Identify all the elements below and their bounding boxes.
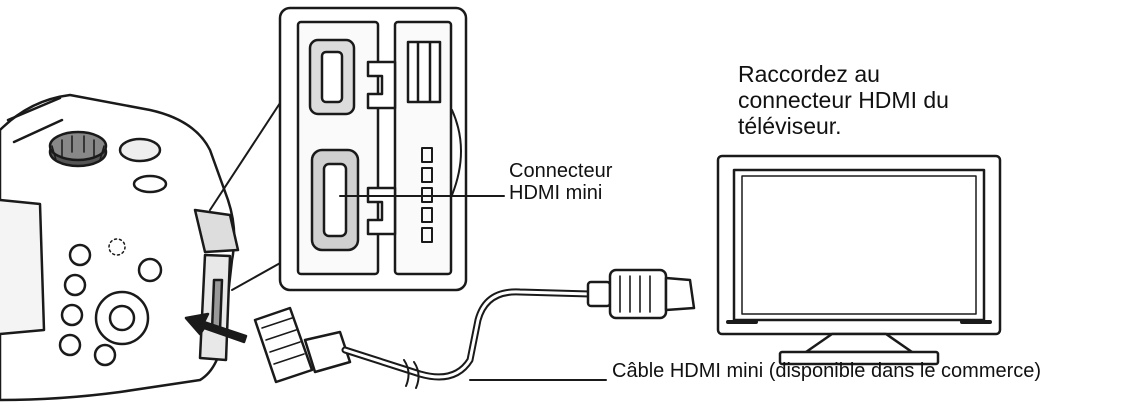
zoom-callout-lines <box>209 99 283 291</box>
tv-connector-label: Raccordez au connecteur HDMI du télévise… <box>738 61 949 139</box>
port-detail <box>210 278 224 332</box>
cable-break-mark <box>403 359 420 389</box>
tv-label-line-2: connecteur HDMI du <box>738 86 949 113</box>
door-hinge-top <box>366 60 397 110</box>
camera-screen <box>0 198 46 336</box>
tv-base <box>778 350 940 366</box>
door-latch <box>406 40 442 104</box>
television <box>716 154 1002 366</box>
insert-arrow <box>184 312 248 344</box>
mini-hdmi-plug <box>253 306 352 384</box>
camera-strap-lug <box>193 208 240 254</box>
hdmi-plug-tv <box>586 268 696 320</box>
power-button <box>132 174 168 194</box>
door-hinge-bottom <box>366 186 397 236</box>
cable-label: Câble HDMI mini (disponible dans le comm… <box>612 360 1042 382</box>
control-wheel <box>94 290 150 346</box>
door-strap <box>451 109 462 196</box>
tv-label-line-1: Raccordez au <box>738 61 880 87</box>
tv-stand <box>804 332 914 354</box>
connector-label-line-1: Connecteur <box>509 160 613 182</box>
camera-buttons <box>58 243 163 367</box>
shutter-button <box>118 137 162 163</box>
camera-top-ridge <box>6 96 64 144</box>
tv-screen <box>732 168 986 322</box>
mode-dial <box>48 130 108 168</box>
camera-connector-label: Connecteur HDMI mini <box>509 160 612 205</box>
microphone-dots <box>108 238 126 256</box>
connector-label-line-2: HDMI mini <box>509 182 603 205</box>
connector-inset <box>278 6 468 292</box>
tv-label-line-3: téléviseur. <box>738 112 842 139</box>
camera-illustration <box>0 93 240 402</box>
